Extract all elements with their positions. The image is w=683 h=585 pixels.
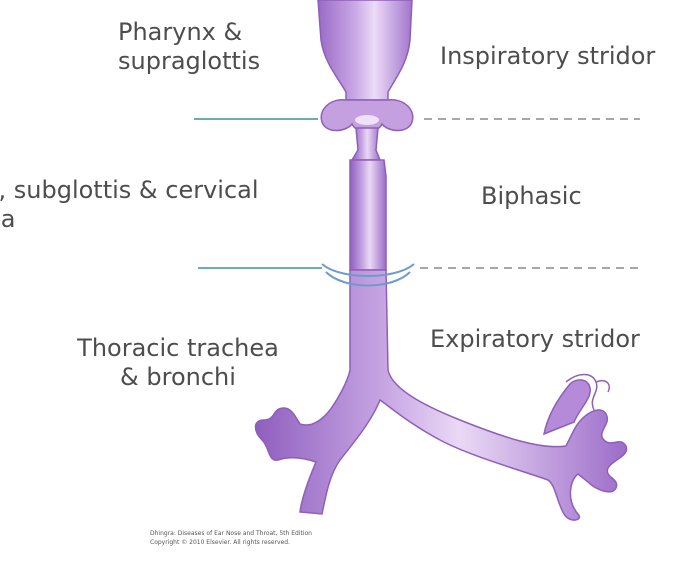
cervical-trachea (349, 159, 387, 271)
pharynx-tube (317, 0, 413, 101)
label-inspiratory-stridor: Inspiratory stridor (440, 42, 656, 70)
right-bronchus-twigs (565, 373, 610, 411)
cartilage-ring-lower (325, 271, 411, 287)
larynx-highlight (355, 115, 379, 125)
label-expiratory-stridor: Expiratory stridor (430, 325, 640, 353)
cartilage-ring (321, 263, 415, 277)
credit-line2: Copyright © 2010 Elsevier. All rights re… (150, 539, 290, 546)
copyright-credit: Dhingra: Diseases of Ear Nose and Throat… (150, 529, 440, 547)
label-pharynx-line1: Pharynx & (118, 18, 243, 46)
label-thoracic-line1: Thoracic trachea (77, 334, 279, 362)
label-thoracic-trachea: Thoracic trachea & bronchi (68, 334, 288, 392)
label-pharynx-supraglottis: Pharynx & supraglottis (118, 18, 260, 76)
label-biphasic: Biphasic (481, 182, 582, 210)
credit-line1: Dhingra: Diseases of Ear Nose and Throat… (150, 530, 312, 537)
thoracic-trachea-bronchi (254, 269, 628, 521)
glottis (350, 127, 382, 161)
right-bronchus-upper (542, 379, 591, 436)
label-pharynx-line2: supraglottis (118, 47, 261, 75)
label-larynx-subglottis: s, subglottis & cervical ea (0, 176, 259, 234)
label-larynx-line2: ea (0, 205, 16, 233)
label-larynx-line1: s, subglottis & cervical (0, 176, 259, 204)
label-thoracic-line2: & bronchi (120, 363, 236, 391)
